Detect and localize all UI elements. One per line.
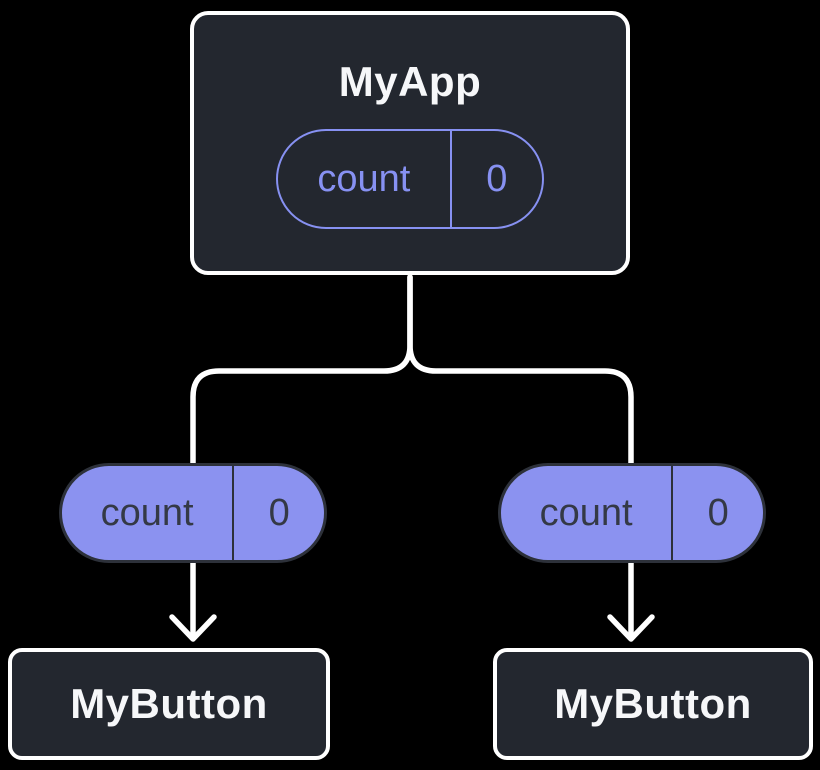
- connector-root-to-right: [407, 274, 634, 467]
- state-value: 0: [449, 131, 542, 228]
- connector-root-to-left: [190, 274, 413, 467]
- prop-name-right: count: [539, 491, 633, 534]
- mybutton-left-title: MyButton: [70, 679, 268, 727]
- arrow-left-head-icon: [169, 614, 217, 642]
- state-name: count: [317, 157, 411, 200]
- arrow-right-head-icon: [607, 614, 655, 642]
- prop-pill-right: count 0: [498, 463, 766, 563]
- prop-value-right: 0: [671, 466, 763, 560]
- myapp-title: MyApp: [338, 58, 482, 105]
- myapp-state-pill: count 0: [276, 129, 544, 230]
- node-mybutton-right: MyButton: [493, 648, 813, 760]
- prop-name-left: count: [100, 491, 194, 534]
- node-mybutton-left: MyButton: [8, 648, 330, 760]
- mybutton-right-title: MyButton: [554, 679, 752, 727]
- node-myapp: MyApp count 0: [190, 11, 630, 275]
- prop-value-left: 0: [232, 466, 324, 560]
- prop-pill-left: count 0: [59, 463, 327, 563]
